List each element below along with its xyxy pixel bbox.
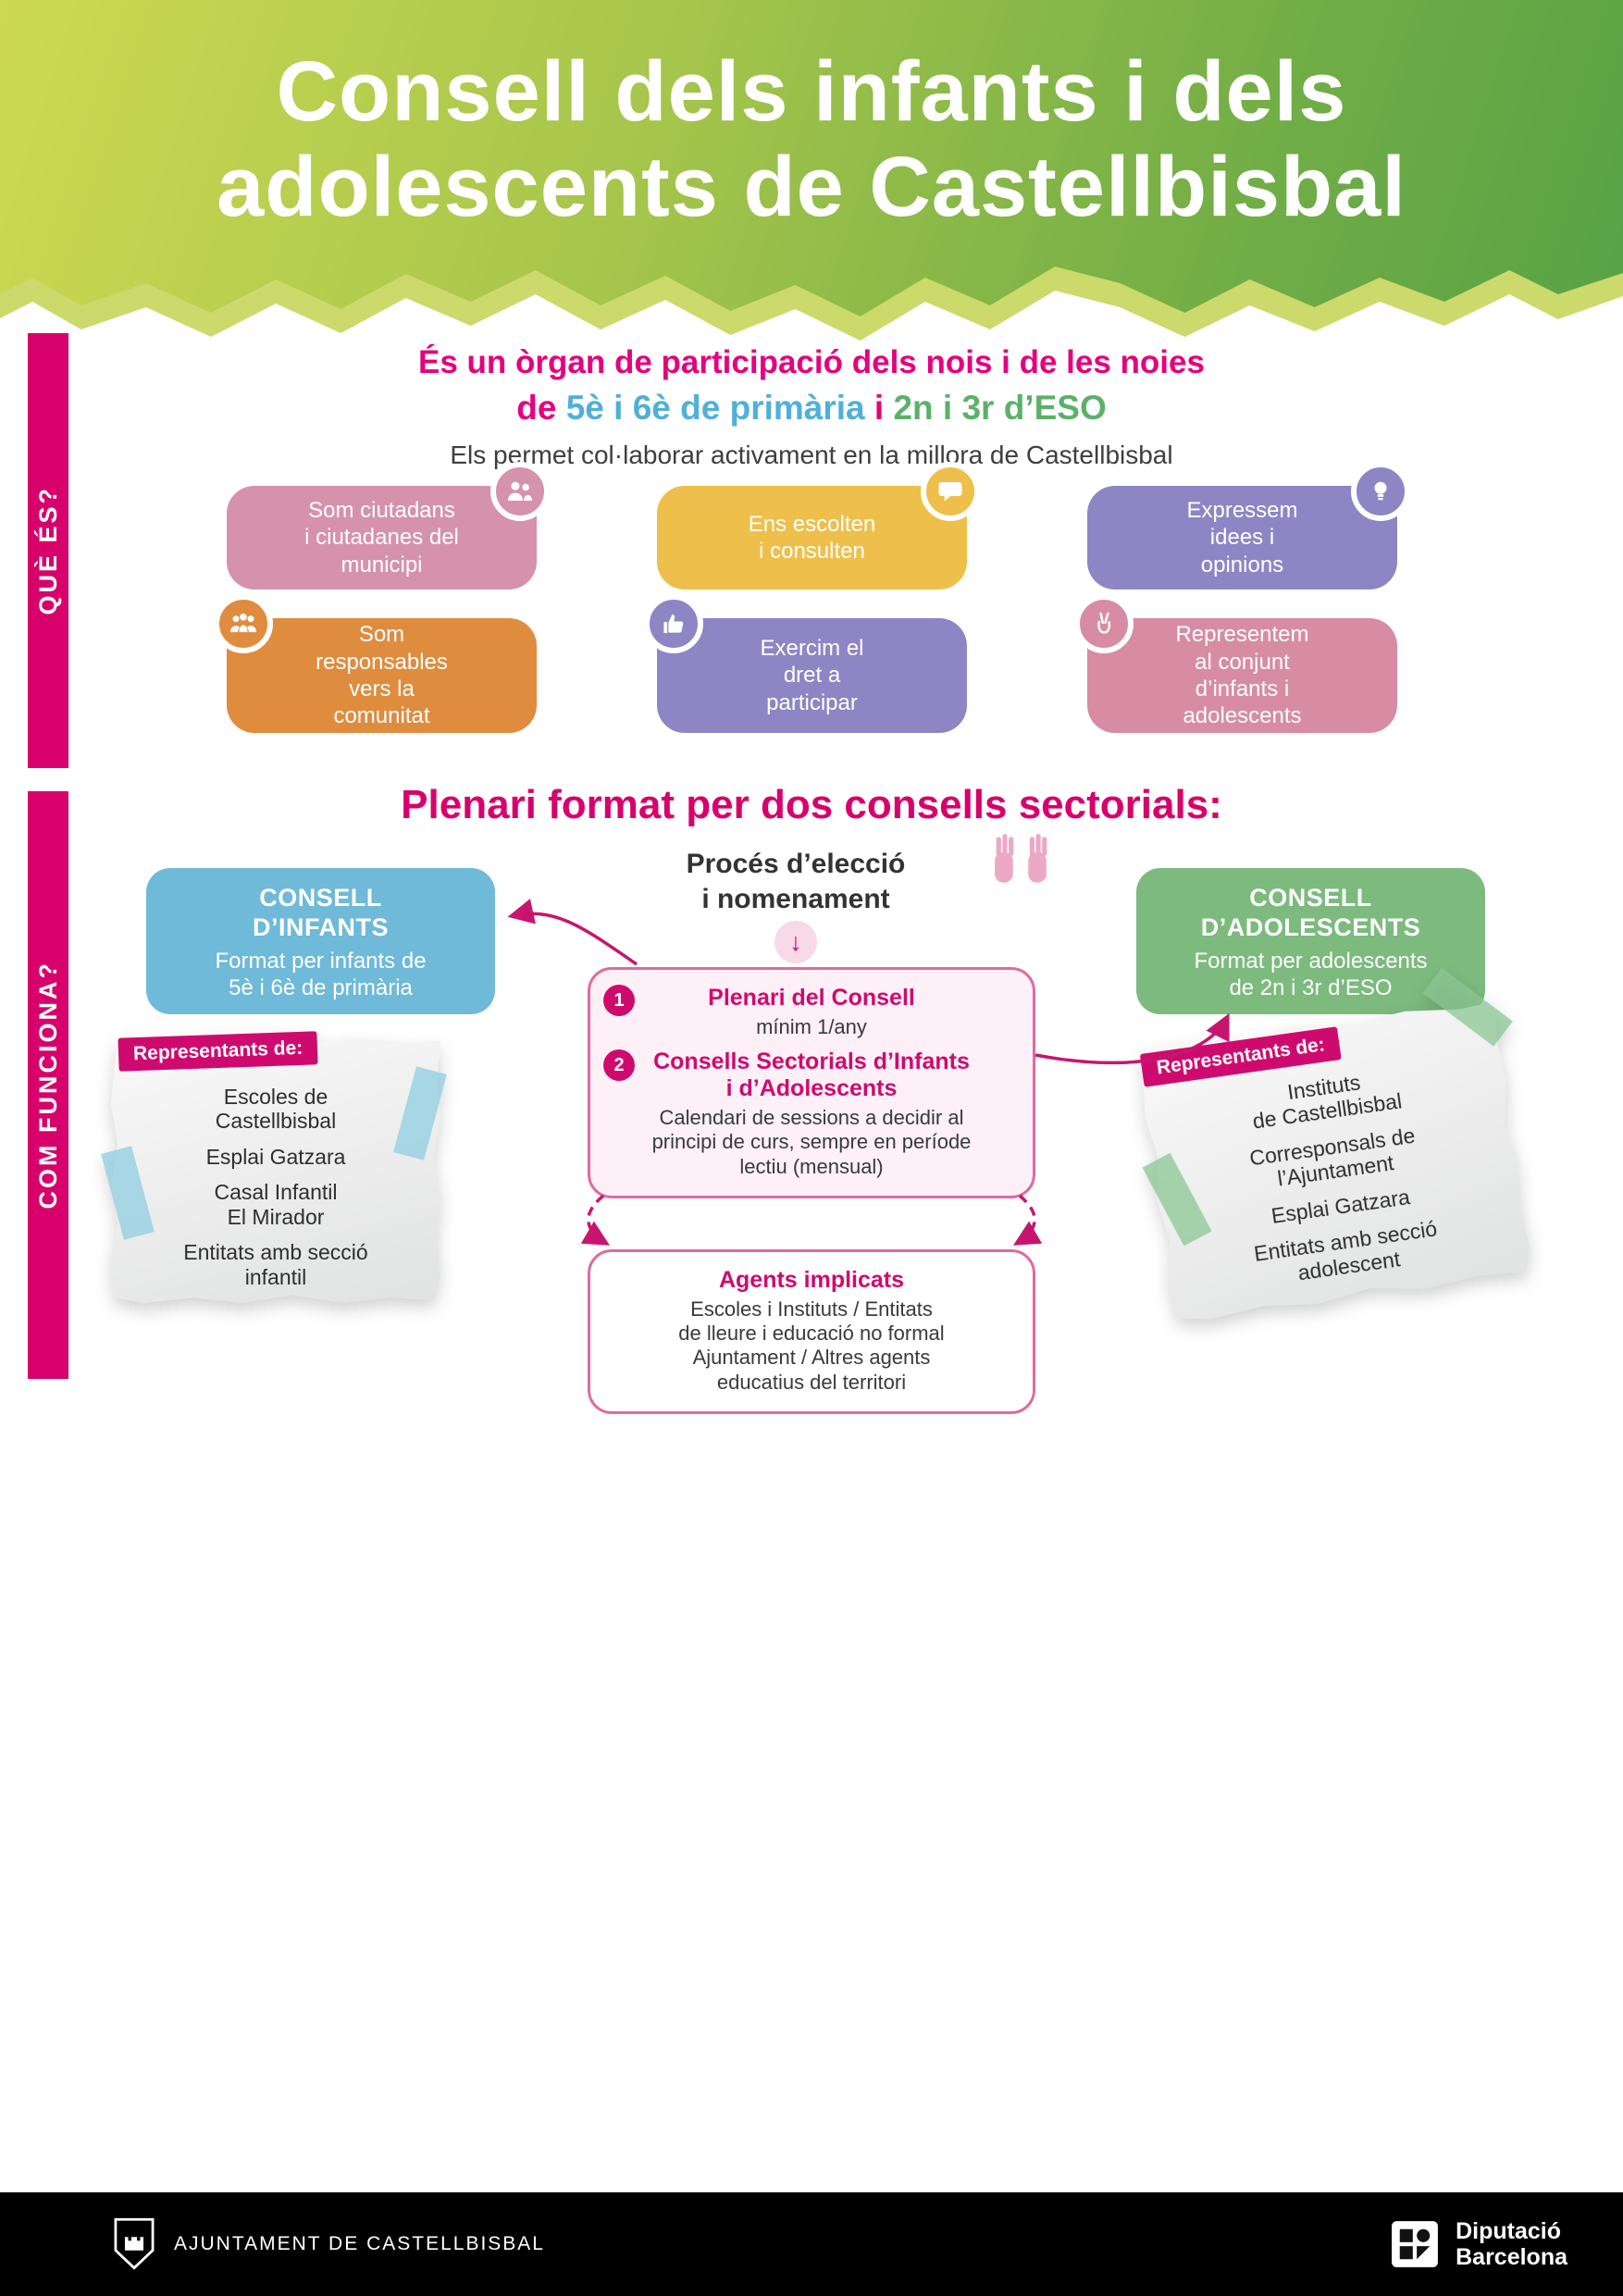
torn-paper xyxy=(111,1038,440,1303)
intro-line2-eso-grades: 2n i 3r d’ESO xyxy=(893,389,1107,427)
dashed-arrow-left xyxy=(580,1194,611,1246)
victory-hand-icon xyxy=(1074,594,1134,653)
card-listened-text: Ens escolten i consulten xyxy=(748,511,876,564)
intro-line3: Els permet col·laborar activament en la … xyxy=(450,441,1173,469)
raised-hands-icon xyxy=(990,829,1051,895)
thumbs-up-icon xyxy=(644,594,703,653)
sidebar-section-com-funciona: COM FUNCIONA? xyxy=(28,791,68,1379)
agents-box: Agents implicats Escoles i Instituts / E… xyxy=(588,1249,1035,1415)
card-participate-text: Exercim el dret a participar xyxy=(760,636,864,715)
note-item: Instituts de Castellbisbal xyxy=(1251,1070,1404,1135)
council-infants-title: CONSELL D’INFANTS xyxy=(252,884,389,942)
step-1-number: 1 xyxy=(603,985,635,1016)
diputacio-logo-group: Diputació Barcelona xyxy=(1391,2218,1567,2270)
council-steps-box: 1 2 Plenari del Consell mínim 1/any Cons… xyxy=(588,967,1035,1199)
card-represent: Representem al conjunt d’infants i adole… xyxy=(1074,594,1397,733)
card-express: Expressem idees i opinions xyxy=(1087,462,1410,590)
intro-line2: de 5è i 6è de primària i 2n i 3r d’ESO xyxy=(0,389,1623,428)
people-icon xyxy=(490,462,550,521)
step-2-title: Consells Sectorials d’Infants i d’Adoles… xyxy=(653,1048,970,1102)
ajuntament-logo-group: AJUNTAMENT DE CASTELLBISBAL xyxy=(111,2217,545,2271)
card-express-text: Expressem idees i opinions xyxy=(1186,498,1298,577)
diputacio-label: Diputació Barcelona xyxy=(1456,2218,1567,2270)
note-item: Esplai Gatzara xyxy=(205,1144,346,1169)
arrow-to-infants xyxy=(507,899,638,966)
election-process-title: Procés d’elecció i nomenament xyxy=(686,849,906,914)
step-1-detail: mínim 1/any xyxy=(756,1014,867,1038)
cards-row-1: Som ciutadans i ciutadanes del municipi … xyxy=(227,462,1410,590)
card-listened: Ens escolten i consulten xyxy=(657,462,980,590)
speech-bubble-icon xyxy=(921,462,980,521)
agents-detail: Escoles i Instituts / Entitats de lleure… xyxy=(678,1297,945,1394)
note-item: Entitats amb secció infantil xyxy=(183,1240,368,1289)
step-1-title: Plenari del Consell xyxy=(708,985,915,1011)
card-represent-text: Representem al conjunt d’infants i adole… xyxy=(1175,622,1309,729)
council-adolescents-subtitle: Format per adolescents de 2n i 3r d’ESO xyxy=(1194,948,1428,1000)
note-item: Casal Infantil El Mirador xyxy=(214,1180,338,1229)
intro-line2-mid: i xyxy=(873,389,885,427)
diputacio-logo xyxy=(1392,2221,1439,2267)
note-item: Esplai Gatzara xyxy=(1270,1184,1412,1228)
election-process-title-block: Procés d’elecció i nomenament xyxy=(611,847,981,916)
intro-section: És un òrgan de participació dels nois i … xyxy=(0,344,1623,470)
card-participate: Exercim el dret a participar xyxy=(644,594,967,733)
card-citizens: Som ciutadans i ciutadanes del municipi xyxy=(227,462,550,590)
note-adolescents-representatives: Representants de: Instituts de Castellbi… xyxy=(1135,967,1533,1324)
plenary-heading: Plenari format per dos consells sectoria… xyxy=(401,782,1222,827)
community-icon xyxy=(214,594,273,653)
note-infants-representatives: Representants de: Escoles de Castellbisb… xyxy=(101,1031,447,1303)
council-infants-subtitle: Format per infants de 5è i 6è de primàri… xyxy=(215,948,427,1000)
intro-line1: És un òrgan de participació dels nois i … xyxy=(418,344,1205,380)
down-arrow-icon: ↓ xyxy=(774,921,817,963)
cards-row-2: Som responsables vers la comunitat Exerc… xyxy=(214,594,1397,733)
council-adolescents-title: CONSELL D’ADOLESCENTS xyxy=(1200,884,1421,942)
card-citizens-text: Som ciutadans i ciutadanes del municipi xyxy=(304,498,459,577)
ajuntament-castle-logo xyxy=(114,2217,155,2270)
note-item: Corresponsals de l’Ajuntament xyxy=(1247,1123,1417,1191)
note-item: Escoles de Castellbisbal xyxy=(215,1085,337,1134)
card-responsible-text: Som responsables vers la comunitat xyxy=(316,622,448,729)
dashed-arrow-right xyxy=(1012,1194,1043,1246)
step-2-detail: Calendari de sessions a decidir al princ… xyxy=(651,1105,972,1178)
sidebar-label-que-es: QUÈ ÉS? xyxy=(33,486,62,615)
ajuntament-label: AJUNTAMENT DE CASTELLBISBAL xyxy=(174,2233,545,2254)
note-adolescents-items: Instituts de Castellbisbal Corresponsals… xyxy=(1135,999,1533,1324)
note-infants-items: Escoles de Castellbisbal Esplai Gatzara … xyxy=(111,1038,440,1303)
agents-title: Agents implicats xyxy=(718,1267,905,1293)
intro-line2-primary-grades: 5è i 6è de primària xyxy=(565,389,865,427)
card-responsible: Som responsables vers la comunitat xyxy=(214,594,537,733)
page-title: Consell dels infants i dels adolescents … xyxy=(217,44,1406,235)
council-infants-box: CONSELL D’INFANTS Format per infants de … xyxy=(146,868,495,1014)
note-item: Entitats amb secció adolescent xyxy=(1252,1216,1439,1285)
intro-line2-pre: de xyxy=(516,389,557,427)
footer: AJUNTAMENT DE CASTELLBISBAL Diputació Ba… xyxy=(0,2192,1623,2296)
header: Consell dels infants i dels adolescents … xyxy=(0,0,1623,316)
step-2-number: 2 xyxy=(603,1049,635,1081)
sidebar-section-que-es: QUÈ ÉS? xyxy=(28,333,68,768)
idea-icon xyxy=(1351,462,1410,521)
sidebar-label-com-funciona: COM FUNCIONA? xyxy=(33,961,62,1210)
